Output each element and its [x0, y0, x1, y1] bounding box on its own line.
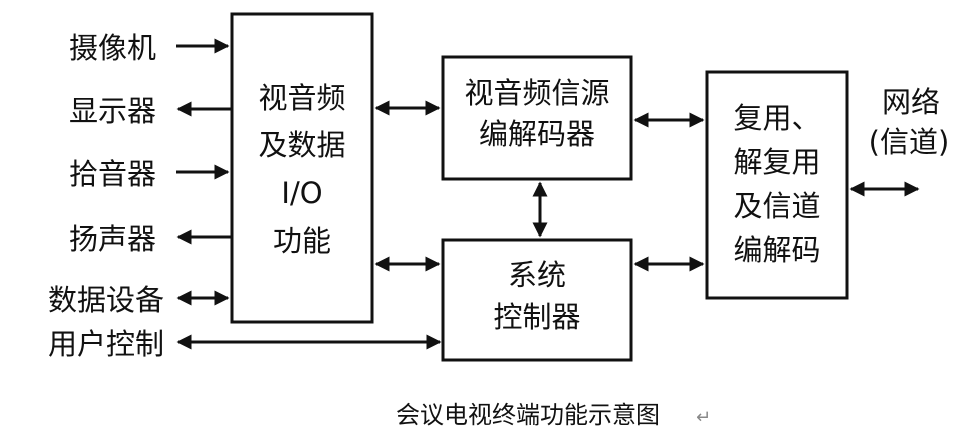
controller-block-line-1: 系统: [508, 258, 566, 292]
mux-block-line-1: 复用、: [733, 101, 820, 135]
io-label-display: 显示器: [69, 94, 156, 128]
codec-block: [441, 55, 633, 181]
network-label-line-1: 网络: [882, 85, 940, 119]
controller-block: [441, 238, 633, 362]
io-label-camera: 摄像机: [69, 31, 156, 65]
diagram-caption: 会议电视终端功能示意图: [396, 401, 660, 429]
mux-block-line-2: 解复用: [733, 145, 820, 179]
codec-block-line-1: 视音频信源: [464, 76, 609, 110]
mux-block-line-3: 及信道: [733, 189, 820, 223]
io-label-speaker: 扬声器: [69, 222, 156, 256]
io-label-microphone: 拾音器: [69, 157, 156, 191]
io-label-data-device: 数据设备: [48, 283, 164, 317]
io-block-line-2: 及数据: [258, 128, 345, 162]
io-block-line-3: I/O: [281, 176, 322, 210]
controller-block-line-2: 控制器: [493, 300, 580, 334]
network-label-line-2: (信道): [869, 125, 950, 159]
mux-block: [705, 70, 849, 300]
caption-paragraph-mark: ↵: [696, 407, 711, 428]
io-block-line-1: 视音频: [258, 81, 345, 115]
io-block-line-4: 功能: [273, 224, 331, 258]
mux-block-line-4: 编解码: [733, 233, 820, 267]
io-block: [230, 12, 374, 324]
codec-block-line-2: 编解码器: [479, 117, 595, 151]
io-label-user-control: 用户控制: [48, 327, 164, 361]
